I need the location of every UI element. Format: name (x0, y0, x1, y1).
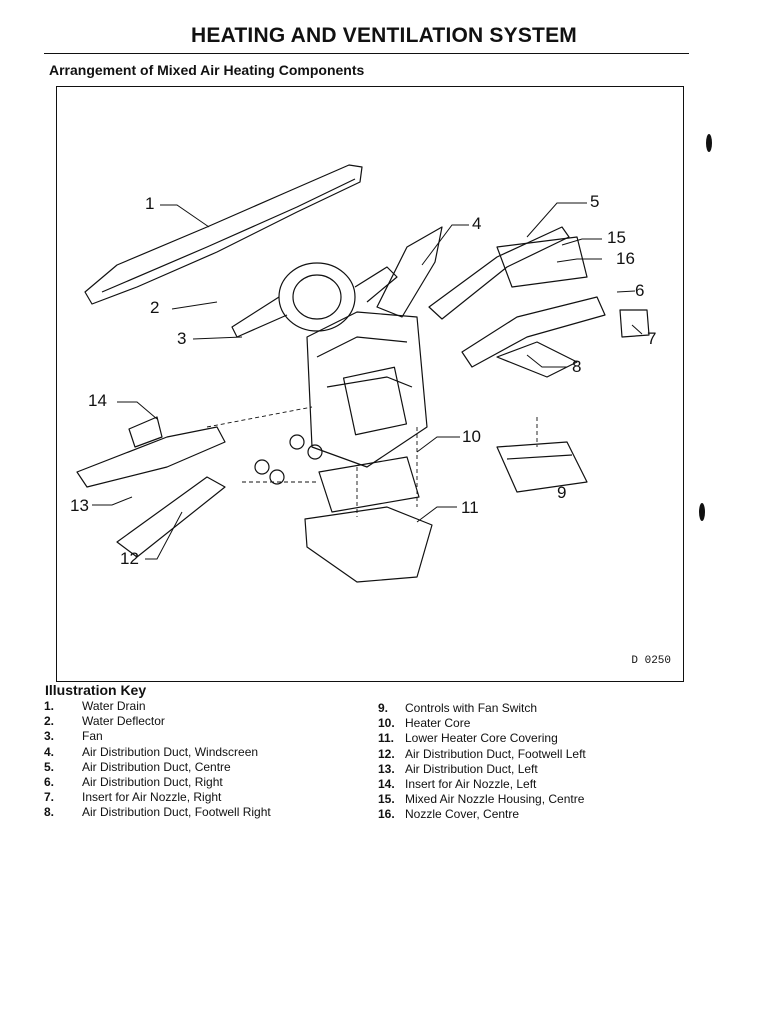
exploded-view-drawing (76, 164, 650, 583)
callout-5: 5 (590, 192, 600, 211)
key-item: 5. Air Distribution Duct, Centre (44, 760, 344, 775)
key-item: 10. Heater Core (378, 716, 678, 731)
key-number: 11. (378, 731, 395, 746)
key-item: 16. Nozzle Cover, Centre (378, 807, 678, 822)
key-number: 4. (44, 744, 55, 759)
callout-16: 16 (616, 249, 635, 268)
key-item: 12. Air Distribution Duct, Footwell Left (378, 747, 678, 762)
key-label: Air Distribution Duct, Footwell Left (405, 746, 586, 761)
key-number: 8. (44, 805, 55, 820)
key-label: Mixed Air Nozzle Housing, Centre (405, 792, 585, 807)
illustration-frame: 1 2 3 4 5 15 16 6 7 8 14 10 9 13 11 12 D… (56, 86, 684, 682)
callout-7: 7 (647, 329, 657, 348)
section-subtitle: Arrangement of Mixed Air Heating Compone… (49, 62, 365, 78)
callout-10: 10 (462, 427, 481, 446)
key-label: Insert for Air Nozzle, Left (405, 777, 537, 792)
key-number: 3. (44, 729, 55, 744)
key-column-right: 9. Controls with Fan Switch 10. Heater Cor… (378, 701, 678, 823)
key-label: Lower Heater Core Covering (405, 731, 558, 746)
callout-8: 8 (572, 357, 582, 376)
key-number: 6. (44, 775, 55, 790)
callout-4: 4 (472, 214, 482, 233)
key-label: Insert for Air Nozzle, Right (82, 790, 222, 805)
key-label: Controls with Fan Switch (405, 701, 538, 715)
key-label: Air Distribution Duct, Right (82, 775, 223, 790)
key-label: Air Distribution Duct, Windscreen (82, 744, 259, 759)
key-number: 1. (44, 699, 55, 713)
key-number: 16. (378, 807, 395, 822)
key-number: 2. (44, 714, 55, 729)
callout-11: 11 (461, 498, 479, 517)
key-item: 15. Mixed Air Nozzle Housing, Centre (378, 792, 678, 807)
page-title: HEATING AND VENTILATION SYSTEM (191, 24, 577, 47)
key-item: 3. Fan (44, 729, 344, 744)
callout-2: 2 (150, 298, 160, 317)
title-rule (44, 53, 689, 54)
key-label: Heater Core (405, 716, 471, 731)
key-number: 9. (378, 701, 389, 715)
key-number: 7. (44, 790, 55, 805)
callout-14: 14 (88, 391, 107, 410)
callout-15: 15 (607, 228, 626, 247)
key-column-left: 1. Water Drain 2. Water Deflector 3. Fan 4.… (44, 699, 344, 821)
callout-3: 3 (177, 329, 187, 348)
key-number: 5. (44, 759, 55, 774)
callout-12: 12 (120, 549, 139, 568)
binder-mark-bottom (699, 503, 705, 521)
key-number: 14. (378, 777, 395, 792)
key-item: 7. Insert for Air Nozzle, Right (44, 790, 344, 805)
key-item: 6. Air Distribution Duct, Right (44, 775, 344, 790)
callout-6: 6 (635, 281, 645, 300)
key-item: 2. Water Deflector (44, 714, 344, 729)
key-label: Water Deflector (82, 714, 165, 729)
callout-1: 1 (145, 194, 155, 213)
key-label: Water Drain (82, 699, 146, 713)
key-item: 1. Water Drain (44, 699, 344, 714)
key-label: Nozzle Cover, Centre (405, 807, 520, 822)
callout-9: 9 (557, 483, 567, 502)
key-item: 13. Air Distribution Duct, Left (378, 762, 678, 777)
key-item: 14. Insert for Air Nozzle, Left (378, 777, 678, 792)
binder-mark-top (706, 134, 712, 152)
callout-13: 13 (70, 496, 89, 515)
drawing-code: D 0250 (631, 655, 671, 667)
key-label: Fan (82, 729, 103, 744)
key-number: 12. (378, 746, 395, 761)
key-item: 9. Controls with Fan Switch (378, 701, 678, 716)
key-item: 4. Air Distribution Duct, Windscreen (44, 745, 344, 760)
key-item: 8. Air Distribution Duct, Footwell Right (44, 805, 344, 820)
illustration-key-heading: Illustration Key (45, 682, 147, 698)
key-label: Air Distribution Duct, Left (405, 761, 538, 776)
key-item: 11. Lower Heater Core Covering (378, 731, 678, 746)
key-number: 15. (378, 792, 395, 807)
key-number: 10. (378, 716, 395, 731)
key-label: Air Distribution Duct, Centre (82, 759, 231, 774)
key-label: Air Distribution Duct, Footwell Right (82, 805, 271, 820)
key-number: 13. (378, 761, 395, 776)
